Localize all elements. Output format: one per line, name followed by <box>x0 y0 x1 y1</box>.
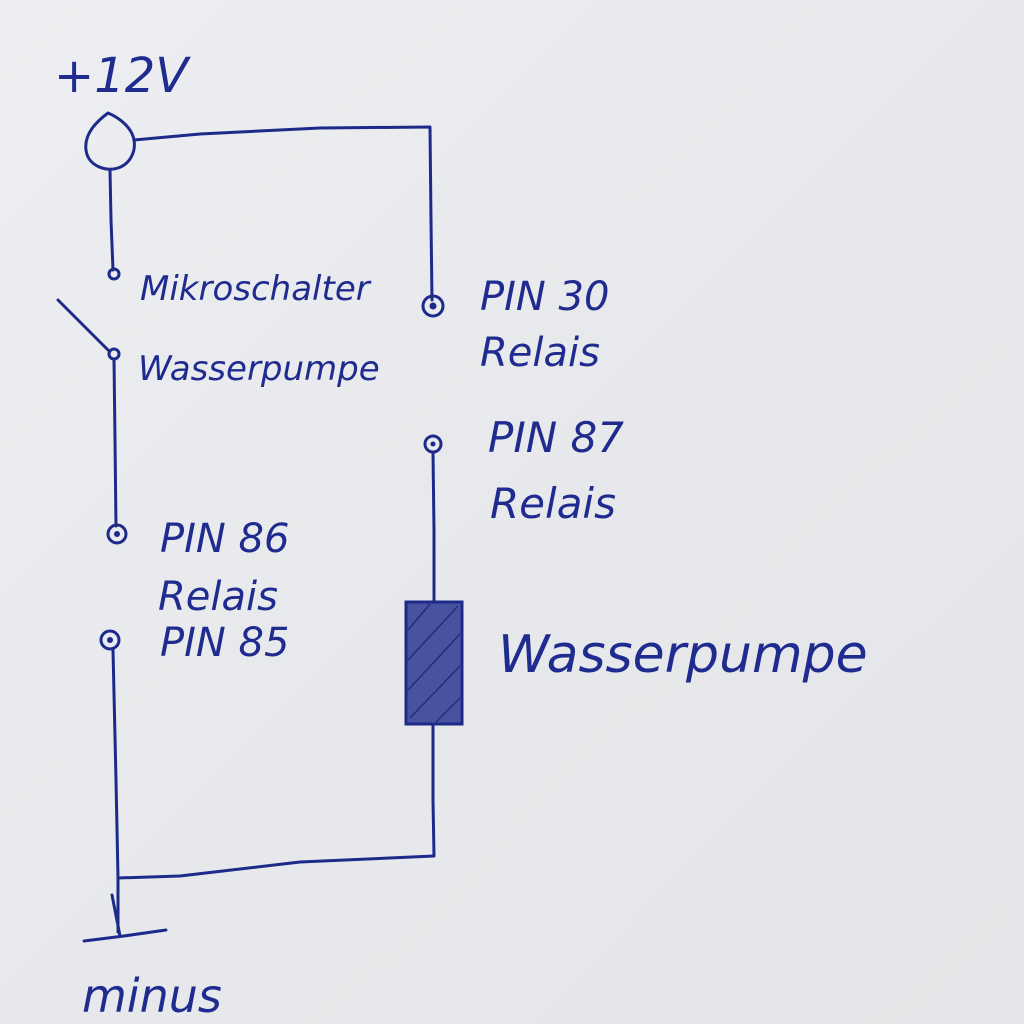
switch-terminal-bottom <box>107 347 121 361</box>
label-pin30-line1: PIN 30 <box>480 274 609 320</box>
switch-terminal-top <box>107 267 121 281</box>
pin87-terminal-dot <box>430 441 436 447</box>
wire-switch-to-pin86 <box>112 357 118 528</box>
label-supply: +12V <box>54 48 191 104</box>
label-pin30-line2: Relais <box>480 330 600 376</box>
wire-pin87-to-pump <box>431 450 436 604</box>
ground-symbol-stroke <box>110 893 122 938</box>
wire-supply-to-switch <box>108 168 115 272</box>
wire-pin85-to-ground <box>111 648 120 934</box>
label-switch-line1: Mikroschalter <box>140 269 372 309</box>
pin30-terminal <box>421 294 445 318</box>
pin85-terminal-dot <box>107 637 113 643</box>
wire-pump-to-ground <box>116 722 436 880</box>
label-load: Wasserpumpe <box>498 625 868 685</box>
pin30-terminal-dot <box>429 302 437 310</box>
label-pin85: PIN 85 <box>160 620 289 666</box>
wire-supply-to-pin30 <box>132 125 434 302</box>
pump-load-hatch <box>407 603 461 723</box>
label-pin86-line1: PIN 86 <box>160 516 289 562</box>
pin86-terminal <box>106 523 128 545</box>
pin85-terminal <box>99 629 121 651</box>
switch-lever <box>56 298 110 352</box>
pin86-terminal-dot <box>114 531 120 537</box>
label-ground: minus <box>82 969 222 1023</box>
ground-symbol <box>82 928 168 943</box>
label-pin87-line2: Relais <box>490 479 616 528</box>
label-pin87-line1: PIN 87 <box>488 413 624 462</box>
supply-terminal <box>84 111 136 171</box>
label-switch-line2: Wasserpumpe <box>138 349 380 389</box>
label-pin86-line2: Relais <box>158 574 278 620</box>
